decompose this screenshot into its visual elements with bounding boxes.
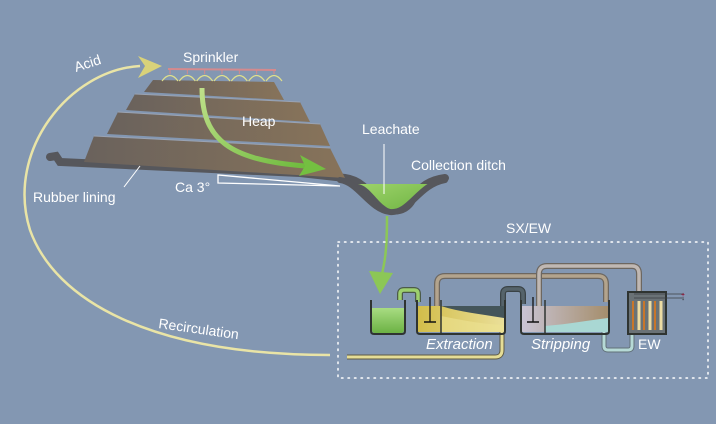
anode-plate — [643, 301, 645, 330]
heap — [84, 80, 345, 178]
sprinkler-spray — [213, 74, 231, 82]
sprinkler-system — [161, 68, 283, 82]
extraction-label: Extraction — [426, 336, 493, 353]
ew-label: EW — [638, 336, 661, 352]
sprinkler-spray — [265, 74, 283, 82]
cathode-plate — [637, 301, 641, 330]
ew-plus-terminal: + — [681, 292, 685, 299]
leachate-to-sx-arrow-head — [369, 271, 393, 294]
sxew-label: SX/EW — [506, 220, 552, 236]
slope-label: Ca 3° — [175, 179, 210, 195]
leachate-label: Leachate — [362, 121, 420, 137]
ew-minus-terminal: - — [682, 297, 685, 304]
acid-arrow-head — [138, 56, 162, 78]
sprinkler-label: Sprinkler — [183, 49, 239, 65]
collection-ditch-label: Collection ditch — [411, 157, 506, 173]
stripping-tank — [520, 297, 610, 335]
electrowinning-cell: + - — [627, 291, 685, 335]
extraction-tank — [416, 297, 506, 335]
feed-tank — [370, 300, 406, 335]
sprinkler-spray — [196, 74, 214, 82]
leachate-to-sx-line — [379, 215, 389, 279]
leach-flow-arrow — [199, 87, 306, 169]
slope-angle-marker — [217, 174, 341, 187]
recirculation-label: Recirculation — [158, 315, 240, 342]
sxew-boundary — [337, 241, 709, 379]
leachate-pool — [358, 184, 432, 210]
anode-plate — [654, 301, 656, 330]
anode-plate — [632, 301, 634, 330]
sprinkler-spray — [161, 74, 179, 82]
recirculation-flow-line — [23, 64, 331, 357]
heap-label: Heap — [242, 113, 276, 129]
sprinkler-spray — [230, 74, 248, 82]
acid-label: Acid — [72, 51, 103, 75]
stripping-label: Stripping — [531, 336, 591, 353]
collection-ditch — [337, 177, 448, 215]
rubber-lining-label: Rubber lining — [33, 189, 116, 205]
process-pipes — [347, 263, 642, 360]
leach-flow-arrow-head — [299, 155, 326, 176]
cathode-plate — [648, 301, 652, 330]
rubber-lining-pointer — [123, 165, 141, 188]
cathode-plate — [659, 301, 663, 330]
sprinkler-spray — [178, 74, 196, 82]
sprinkler-spray — [248, 74, 266, 82]
